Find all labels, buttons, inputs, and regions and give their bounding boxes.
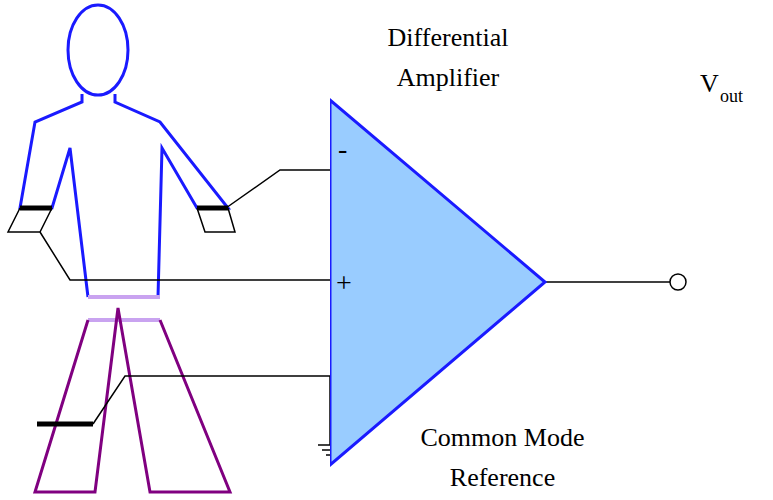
pin-sign: - [338,128,347,170]
signal-subscript: out [720,80,743,112]
signal-name: V [700,64,719,104]
amplifier-label: Differential Amplifier [368,18,528,98]
amplifier-triangle: Differential Amplifier [330,10,550,472]
reference-label: Common Mode Reference [400,418,605,498]
pin-sign: + [336,262,352,304]
